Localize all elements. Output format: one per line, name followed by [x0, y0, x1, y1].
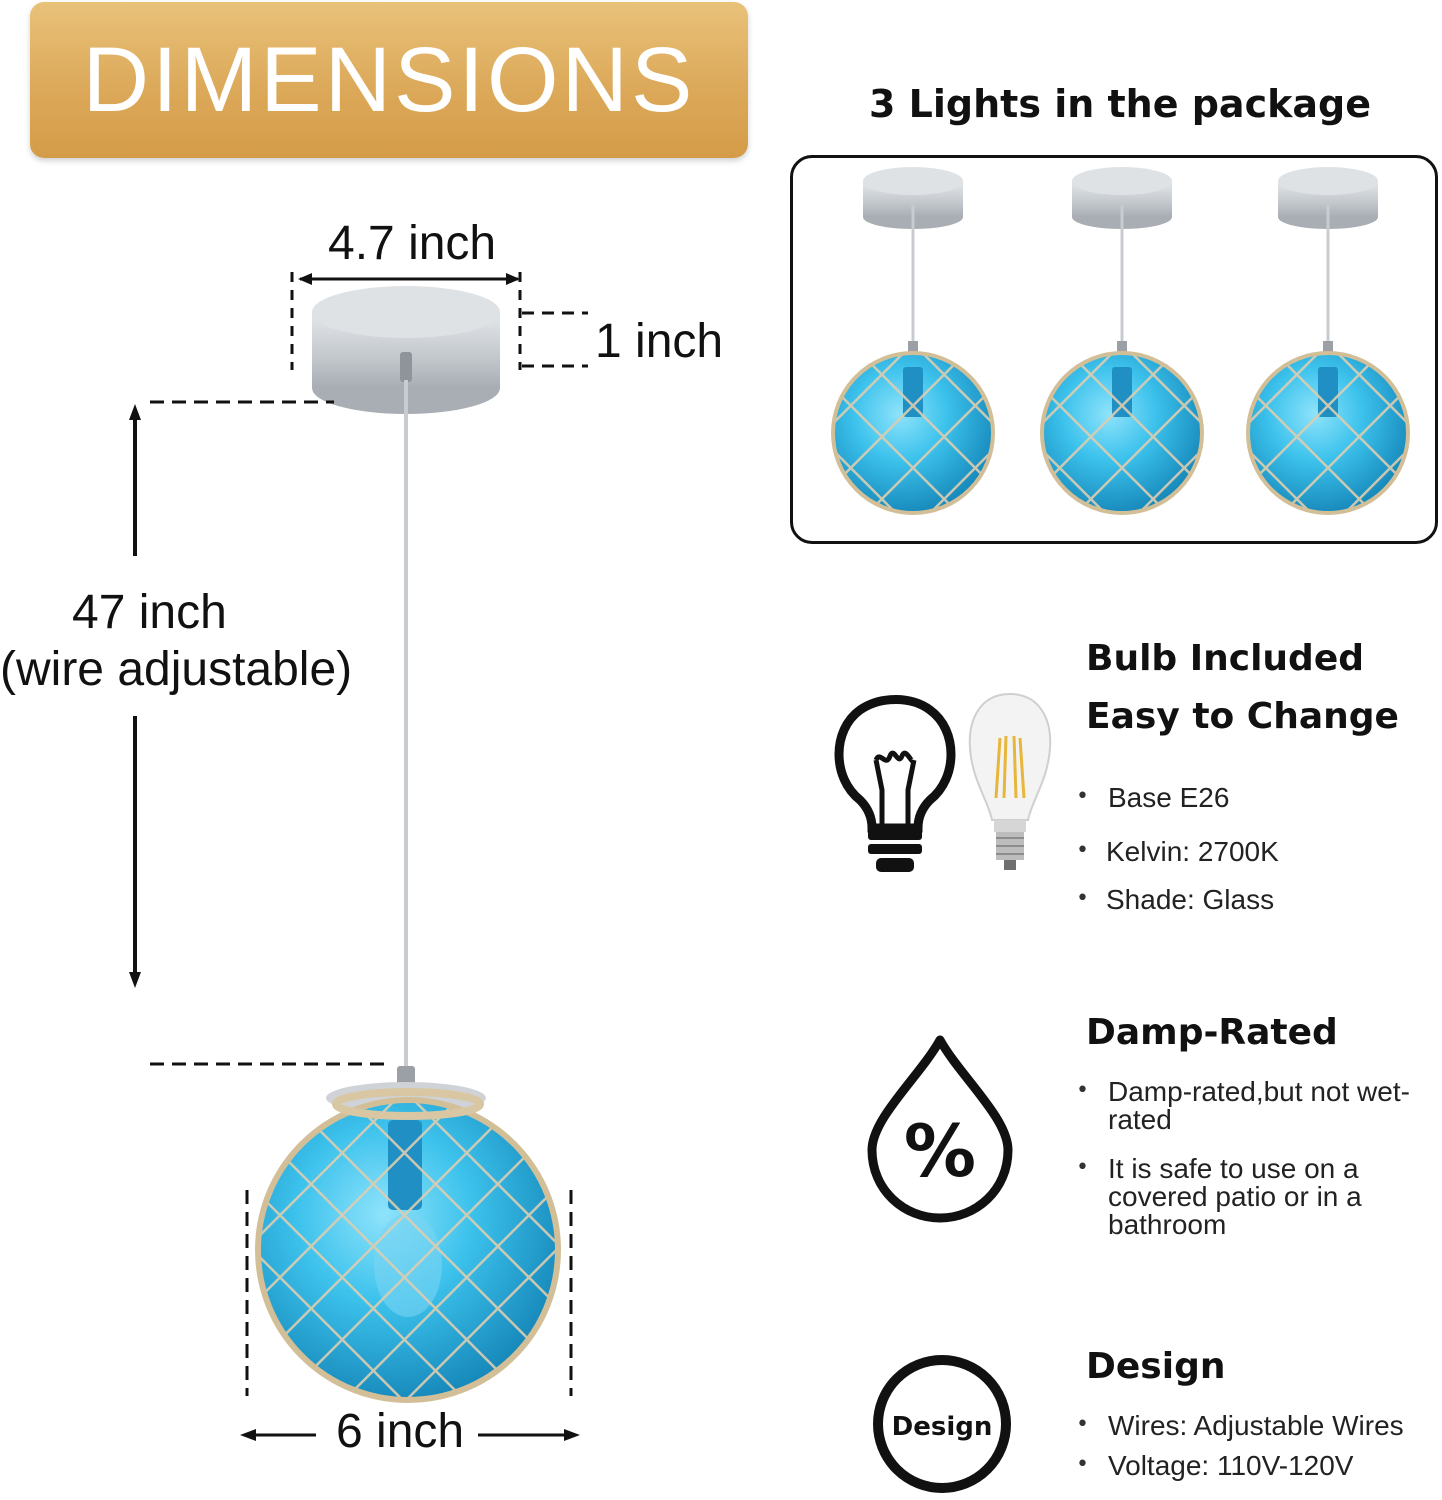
bulb-included-title: Bulb Included — [1086, 638, 1364, 679]
canopy — [312, 286, 500, 414]
edison-bulb-icon — [968, 692, 1052, 870]
design-badge-text: Design — [892, 1412, 993, 1442]
canopy-width-label: 4.7 inch — [328, 217, 497, 270]
shade-width-arrow — [240, 1190, 580, 1441]
pendant-dimension-diagram — [129, 272, 588, 1441]
lightbulb-icon — [834, 692, 1052, 872]
package-box — [790, 155, 1438, 544]
bullet-dot-icon: • — [1076, 838, 1089, 863]
bullet-covered-patio: It is safe to use on a covered patio or … — [1108, 1153, 1362, 1240]
package-lights — [831, 167, 1410, 515]
design-title: Design — [1086, 1346, 1226, 1387]
bullet-dot-icon: • — [1076, 784, 1089, 809]
wire-note-label: (wire adjustable) — [0, 643, 353, 696]
pendant-light-2 — [1040, 167, 1204, 515]
wire-length-label: 47 inch — [72, 586, 227, 639]
banner-title: DIMENSIONS — [82, 29, 696, 131]
bullet-dot-icon: • — [1076, 1452, 1089, 1477]
pendant-light-3 — [1246, 167, 1410, 515]
bullet-dot-icon: • — [1076, 886, 1089, 911]
pendant-light-1 — [831, 167, 995, 515]
bullet-dot-icon: • — [1076, 1078, 1089, 1103]
bullet-damp-rated: Damp-rated,but not wet-rated — [1108, 1076, 1410, 1135]
dimensions-banner: DIMENSIONS — [30, 2, 748, 158]
canopy-width-arrow — [290, 272, 522, 370]
water-drop-percent-icon: % — [867, 1035, 1013, 1223]
bullet-dot-icon: • — [1076, 1412, 1089, 1437]
shade-width-label: 6 inch — [336, 1405, 465, 1458]
canopy-height-marker — [522, 311, 588, 368]
package-title: 3 Lights in the package — [869, 82, 1371, 126]
canopy-height-label: 1 inch — [595, 315, 724, 368]
bullet-shade: Shade: Glass — [1106, 884, 1275, 915]
design-badge-icon: Design — [873, 1355, 1011, 1493]
damp-rated-title: Damp-Rated — [1086, 1012, 1338, 1053]
percent-symbol: % — [904, 1109, 976, 1193]
glass-shade — [255, 1066, 561, 1403]
bullet-voltage: Voltage: 110V-120V — [1108, 1450, 1354, 1481]
bullet-base: Base E26 — [1108, 782, 1230, 813]
easy-to-change-title: Easy to Change — [1086, 696, 1399, 737]
bullet-dot-icon: • — [1076, 1155, 1089, 1180]
bullet-kelvin: Kelvin: 2700K — [1106, 836, 1279, 867]
bullet-wires: Wires: Adjustable Wires — [1108, 1410, 1404, 1441]
wire-length-arrow — [129, 400, 386, 1066]
